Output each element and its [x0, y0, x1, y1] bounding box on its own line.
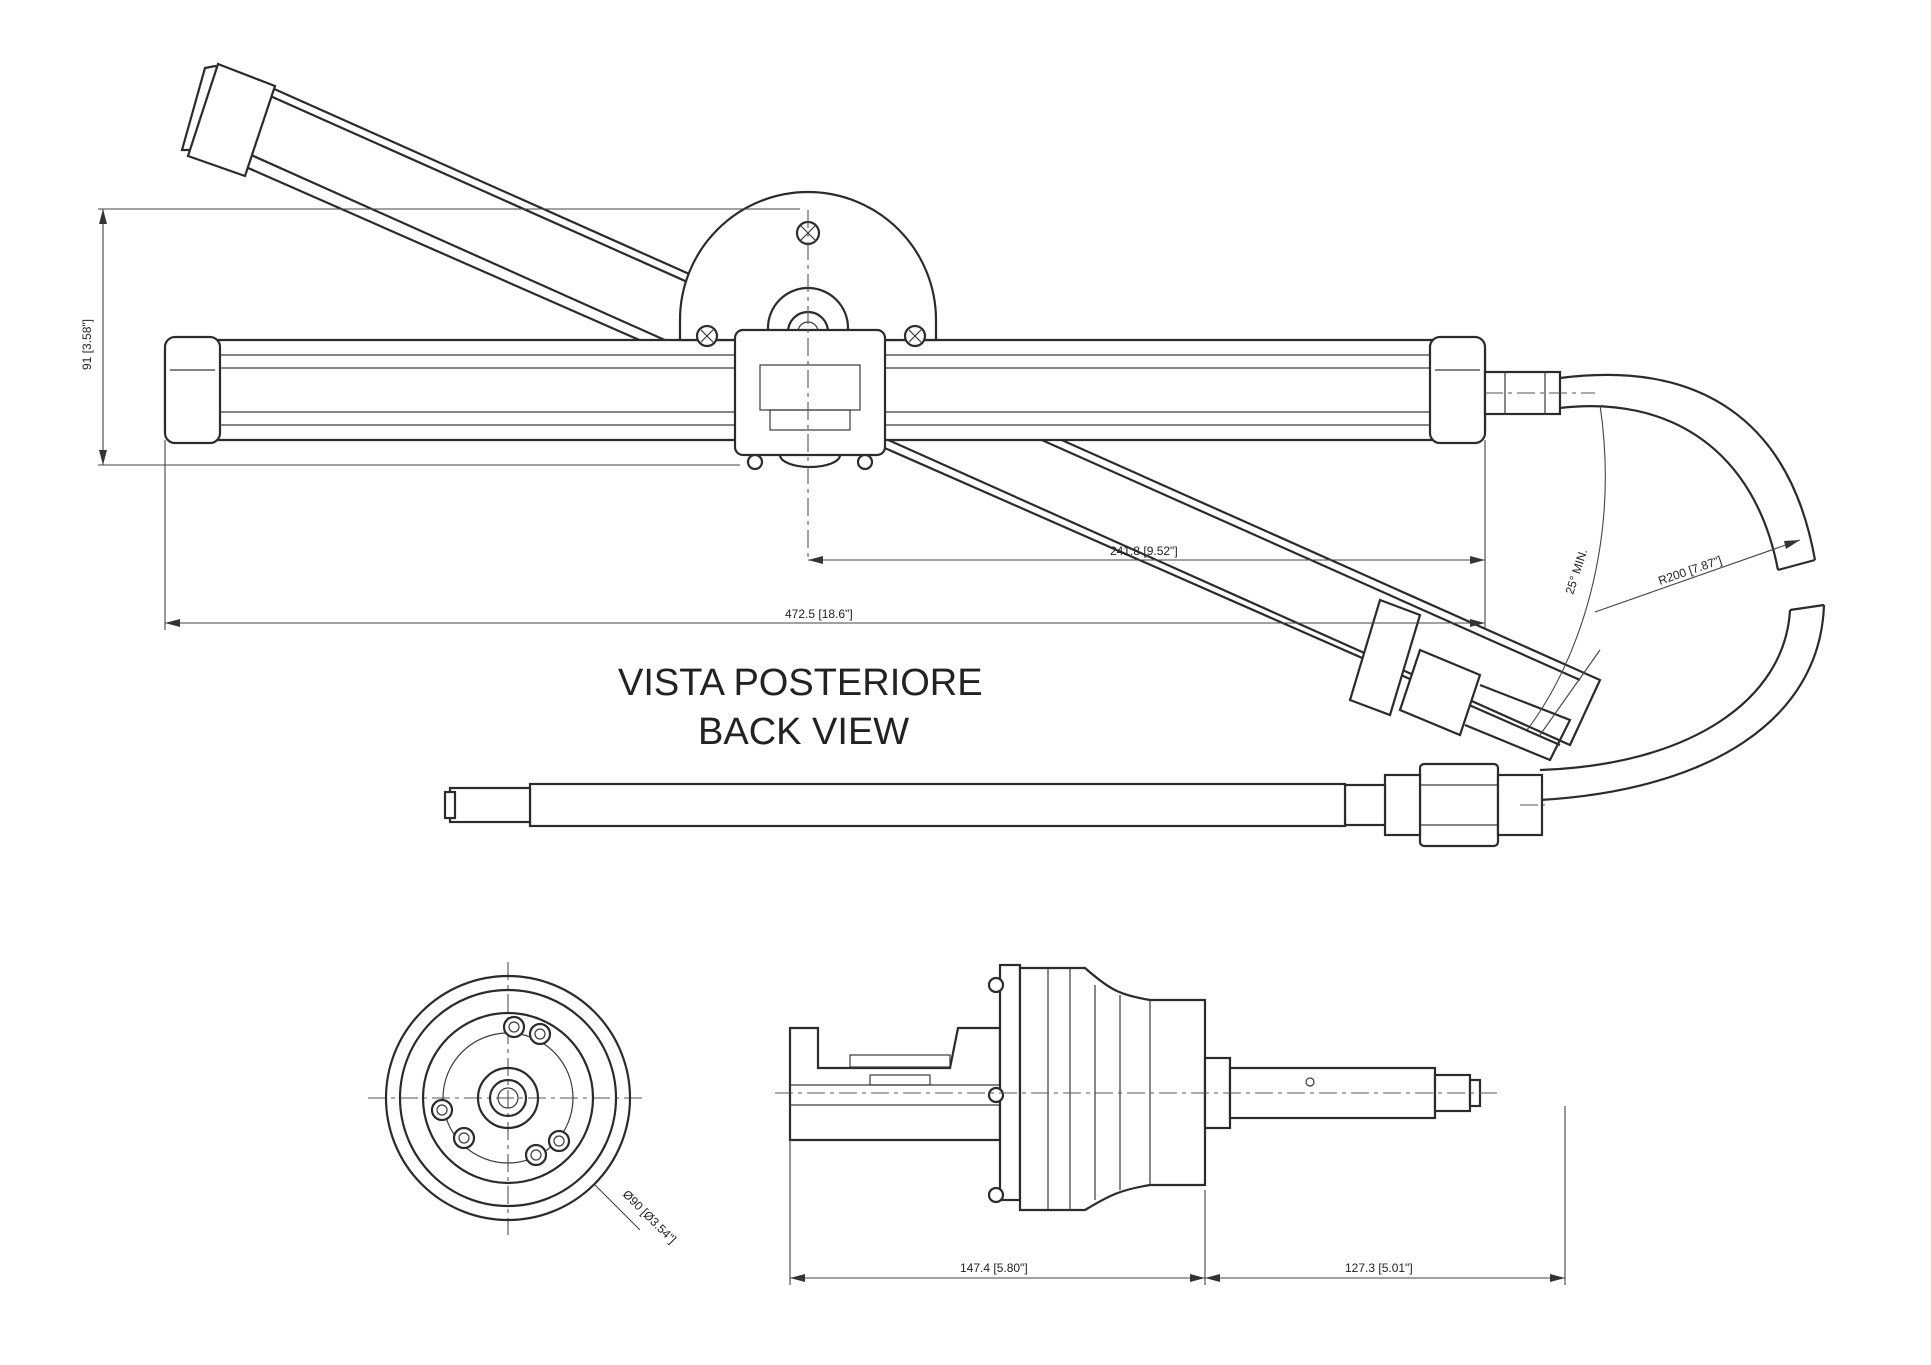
dimension-radius: R200 [7.87"]: [1594, 539, 1801, 613]
view-title-line1: VISTA POSTERIORE: [618, 662, 983, 704]
bolt-hole-icon: [524, 1143, 548, 1167]
dimension-total-length: 472.5 [18.6"]: [164, 440, 1485, 630]
arm-end-cap: [186, 62, 277, 178]
dimension-label-half-length: 241.8 [9.52"]: [1110, 544, 1178, 558]
bolt-hole-icon: [430, 1098, 454, 1122]
dimension-half-length: 241.8 [9.52"]: [808, 440, 1486, 628]
dimension-label-body-length: 147.4 [5.80"]: [960, 1261, 1028, 1275]
screw-icon: [695, 324, 719, 348]
dimension-label-shaft-length: 127.3 [5.01"]: [1345, 1261, 1413, 1275]
cylinder-right-cap: [1428, 335, 1487, 445]
arm-sleeve: [1398, 648, 1482, 737]
hydraulic-hose: [1539, 373, 1826, 802]
cylinder-left-cap: [163, 335, 222, 445]
bolt-hole-icon: [547, 1129, 571, 1153]
screw-icon: [903, 324, 927, 348]
arm-collar: [1348, 598, 1422, 717]
dimension-label-diameter: Ø90 [Ø3.54"]: [620, 1187, 679, 1246]
flange: [998, 963, 1022, 1202]
view-title-line2: BACK VIEW: [698, 711, 909, 753]
rod-and-fitting: [443, 762, 1544, 848]
dimension-label-total-length: 472.5 [18.6"]: [785, 607, 853, 621]
dimension-label-angle: 25° MIN.: [1563, 547, 1591, 596]
dimension-label-height: 91 [3.58"]: [80, 319, 94, 370]
clamp-block: [733, 328, 887, 457]
dimension-height: 91 [3.58"]: [80, 208, 800, 466]
bolt-hole-icon: [502, 1015, 526, 1039]
pump-body: [1018, 966, 1207, 1212]
side-view: 147.4 [5.80"] 127.3 [5.01"]: [775, 963, 1566, 1285]
bolt-hole-icon: [528, 1022, 552, 1046]
piston-rod: [528, 782, 1347, 828]
front-view: Ø90 [Ø3.54"]: [368, 962, 679, 1246]
bolt-hole-icon: [452, 1126, 476, 1150]
